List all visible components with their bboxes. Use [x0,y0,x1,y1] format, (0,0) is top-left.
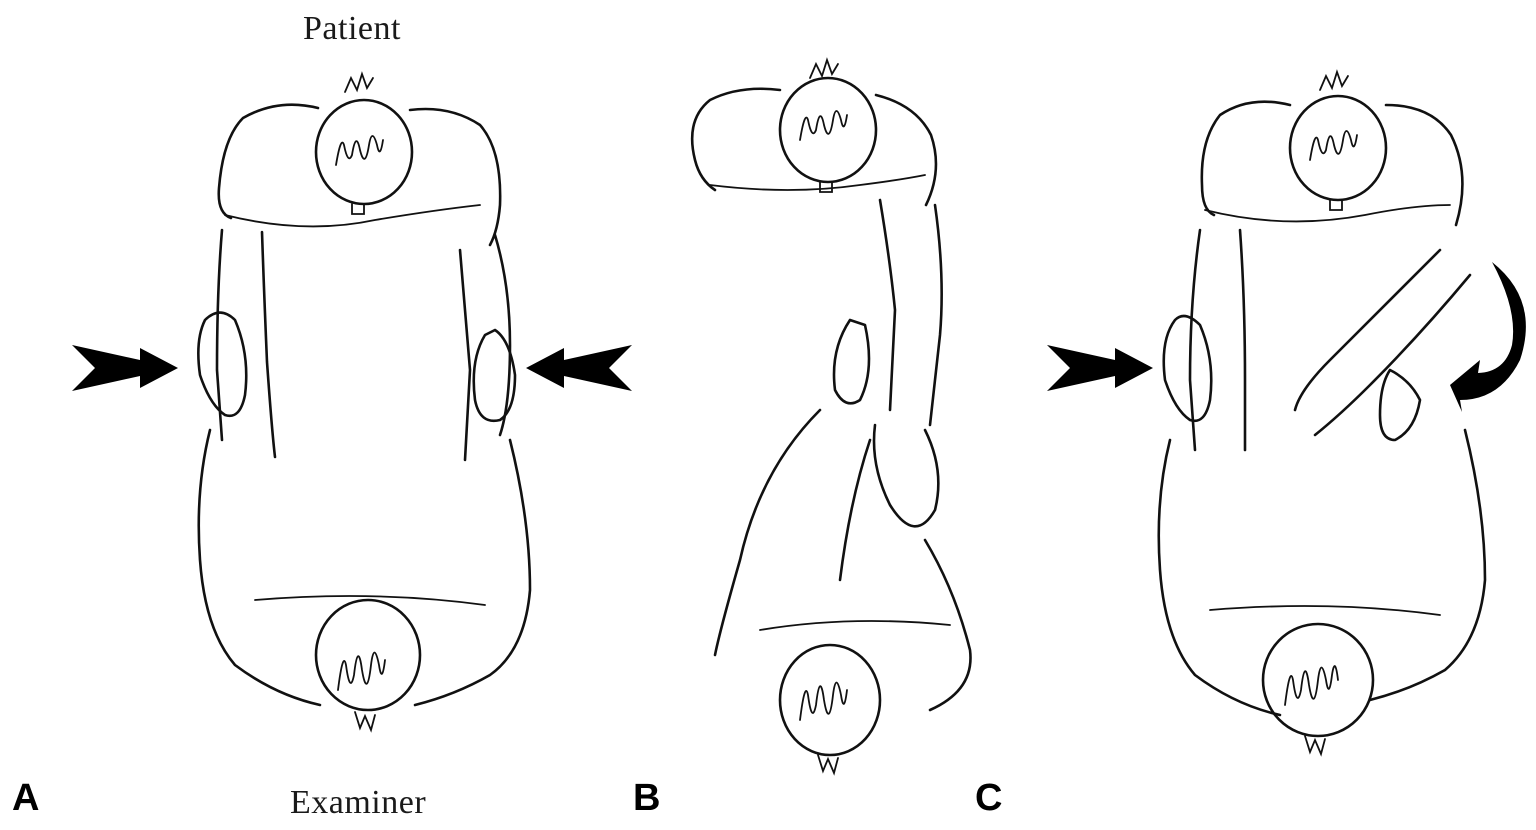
patient-chest-line-b [709,174,926,191]
patient-right-arm-c [1293,248,1472,437]
patient-right-arm-a [458,233,512,462]
examiner-left-hand-c [1162,314,1213,423]
patient-label: Patient [303,10,401,47]
patient-left-shoulder-b [690,87,782,192]
curved-arrow-icon-c [1450,262,1526,412]
examiner-right-arm-a [413,438,532,707]
arrow-right-icon-a [72,345,178,391]
patient-arm-b [878,198,943,427]
examiner-chest-line-b [759,620,951,631]
examiner-head-a [314,598,422,733]
patient-left-shoulder-a [217,103,320,220]
panel-label-c: C [975,777,1003,819]
examiner-left-arm-b [713,408,872,657]
patient-chest-line-c [1204,204,1451,223]
examiner-right-hand-c [1378,368,1422,442]
patient-right-shoulder-c [1384,103,1464,227]
panel-c-drawing [1047,69,1526,757]
patient-hand-b [872,423,940,528]
examiner-hand-b [832,318,871,405]
patient-head-b [778,57,878,193]
examiner-head-b [778,643,882,776]
arrow-right-icon-c [1047,345,1153,391]
patient-left-arm-a [215,228,277,459]
examiner-right-arm-c [1368,428,1487,702]
examiner-head-c [1261,622,1375,757]
examiner-chest-line-c [1209,605,1441,616]
patient-head-a [314,71,414,215]
examiner-left-arm-a [197,428,322,707]
examiner-chest-line-a [254,595,486,606]
examiner-left-hand-a [197,311,248,418]
patient-chest-line-a [224,204,481,228]
examiner-right-hand-a [472,328,517,423]
patient-right-shoulder-a [408,107,502,247]
panel-a-drawing [72,71,632,733]
panel-label-a: A [12,777,40,819]
panel-label-b: B [633,777,661,819]
examiner-label: Examiner [290,784,427,821]
patient-head-c [1288,69,1388,211]
examiner-left-arm-c [1157,438,1282,717]
patient-right-shoulder-b [874,93,938,207]
patient-left-shoulder-c [1200,100,1292,217]
panel-b-drawing [690,57,972,776]
arrow-left-icon-a [526,345,632,391]
examiner-right-arm-b [923,538,972,712]
patient-left-arm-c [1188,228,1247,452]
